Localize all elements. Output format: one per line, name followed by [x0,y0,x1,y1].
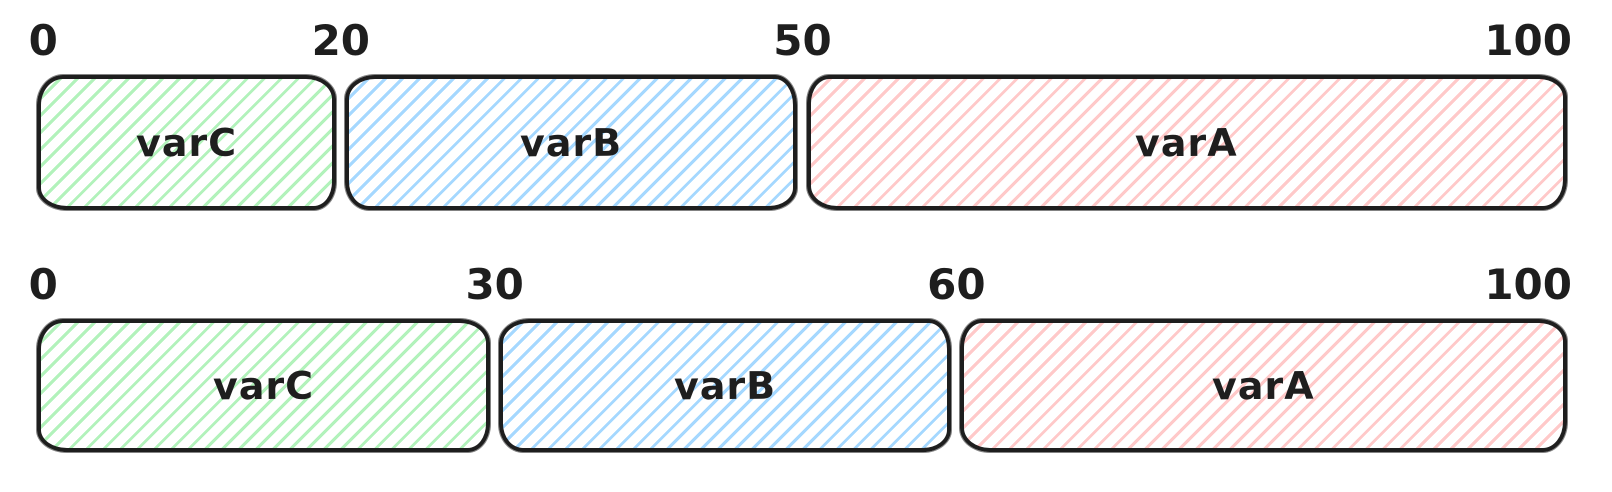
bar-segment-varA: varA [960,319,1567,452]
axis-tick-label: 50 [773,16,832,65]
bar-track-row-1: varC varB varA [33,75,1572,210]
segment-label: varC [135,120,238,165]
segment-label: varC [212,363,315,408]
bar-segment-varB: varB [498,319,952,452]
bar-segment-varC: varC [37,319,490,452]
bar-segment-varB: varB [344,75,798,210]
axis-tick-label: 60 [927,260,986,309]
axis-tick-label: 0 [28,16,58,65]
axis-tick-label: 100 [1484,16,1572,65]
axis-ticks-row-2: 0 30 60 100 [29,260,1572,310]
segment-label: varB [519,120,623,165]
bar-segment-varA: varA [806,75,1567,210]
segment-label: varA [1135,120,1239,165]
segment-label: varB [673,363,777,408]
bar-row-1: 0 20 50 100 varC varB varA [29,16,1572,210]
axis-tick-label: 0 [28,260,58,309]
bar-row-2: 0 30 60 100 varC varB varA [29,260,1572,452]
bar-segment-varC: varC [37,75,336,210]
axis-tick-label: 30 [465,260,524,309]
bar-track-row-2: varC varB varA [33,319,1572,452]
axis-tick-label: 100 [1484,260,1572,309]
segment-label: varA [1212,363,1316,408]
axis-tick-label: 20 [311,16,371,65]
axis-ticks-row-1: 0 20 50 100 [29,16,1572,66]
